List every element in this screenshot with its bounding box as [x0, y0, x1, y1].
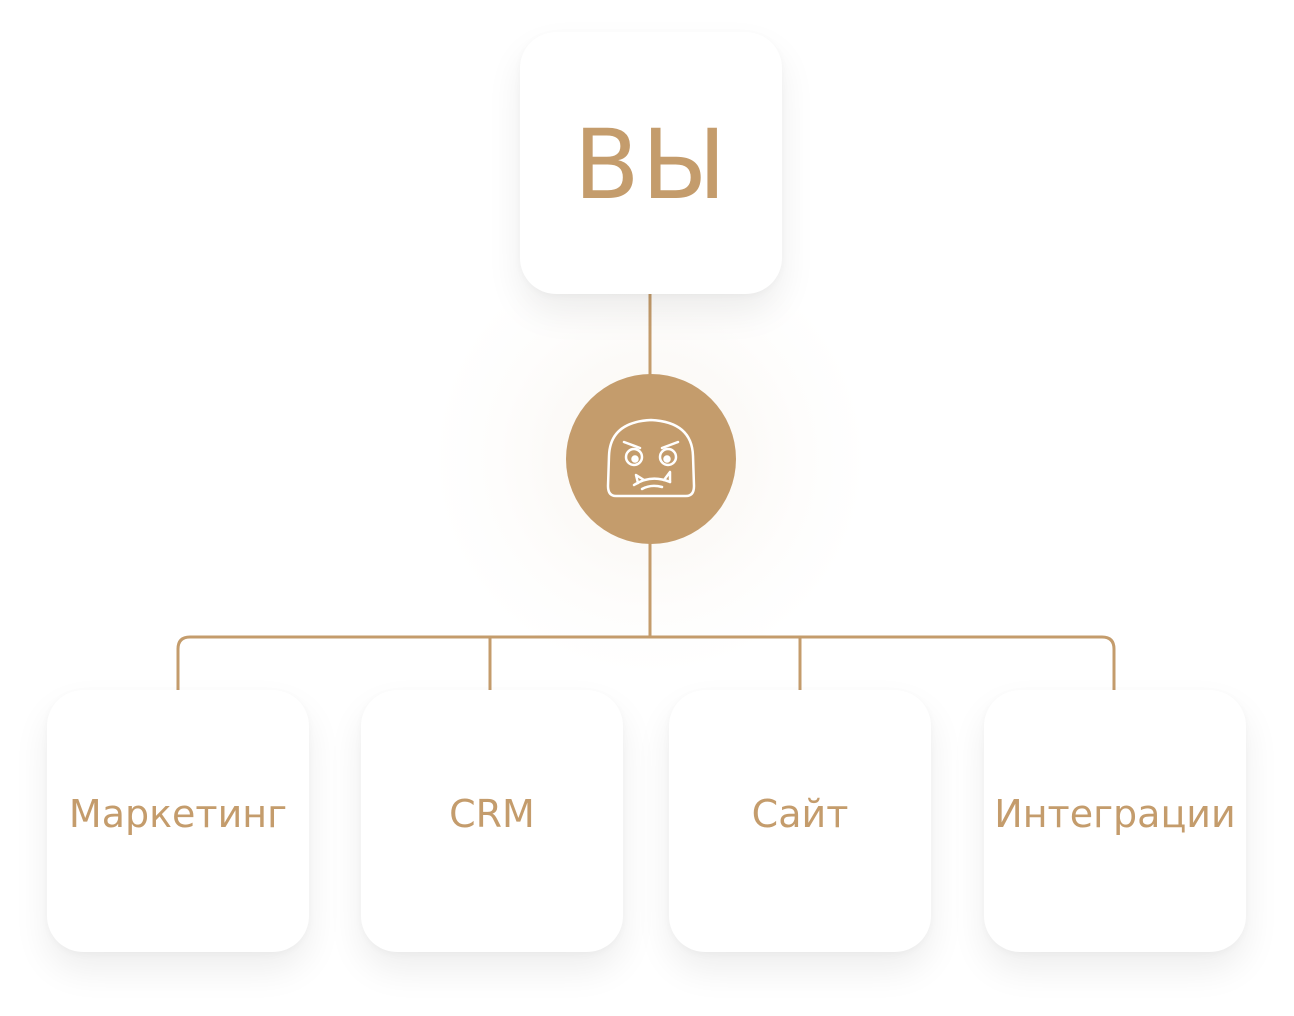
grumpy-face-icon: [606, 418, 696, 498]
child-card-crm: CRM: [361, 690, 623, 952]
root-card: ВЫ: [520, 32, 782, 294]
child-label-marketing: Маркетинг: [68, 792, 288, 836]
connector-bus: [176, 635, 1116, 692]
root-label: ВЫ: [573, 109, 729, 221]
child-card-marketing: Маркетинг: [47, 690, 309, 952]
child-label-crm: CRM: [449, 792, 535, 836]
child-card-integrations: Интеграции: [984, 690, 1246, 952]
child-card-site: Сайт: [669, 690, 931, 952]
hub-circle: [566, 374, 736, 544]
child-label-site: Сайт: [751, 792, 849, 836]
child-label-integrations: Интеграции: [994, 792, 1236, 836]
